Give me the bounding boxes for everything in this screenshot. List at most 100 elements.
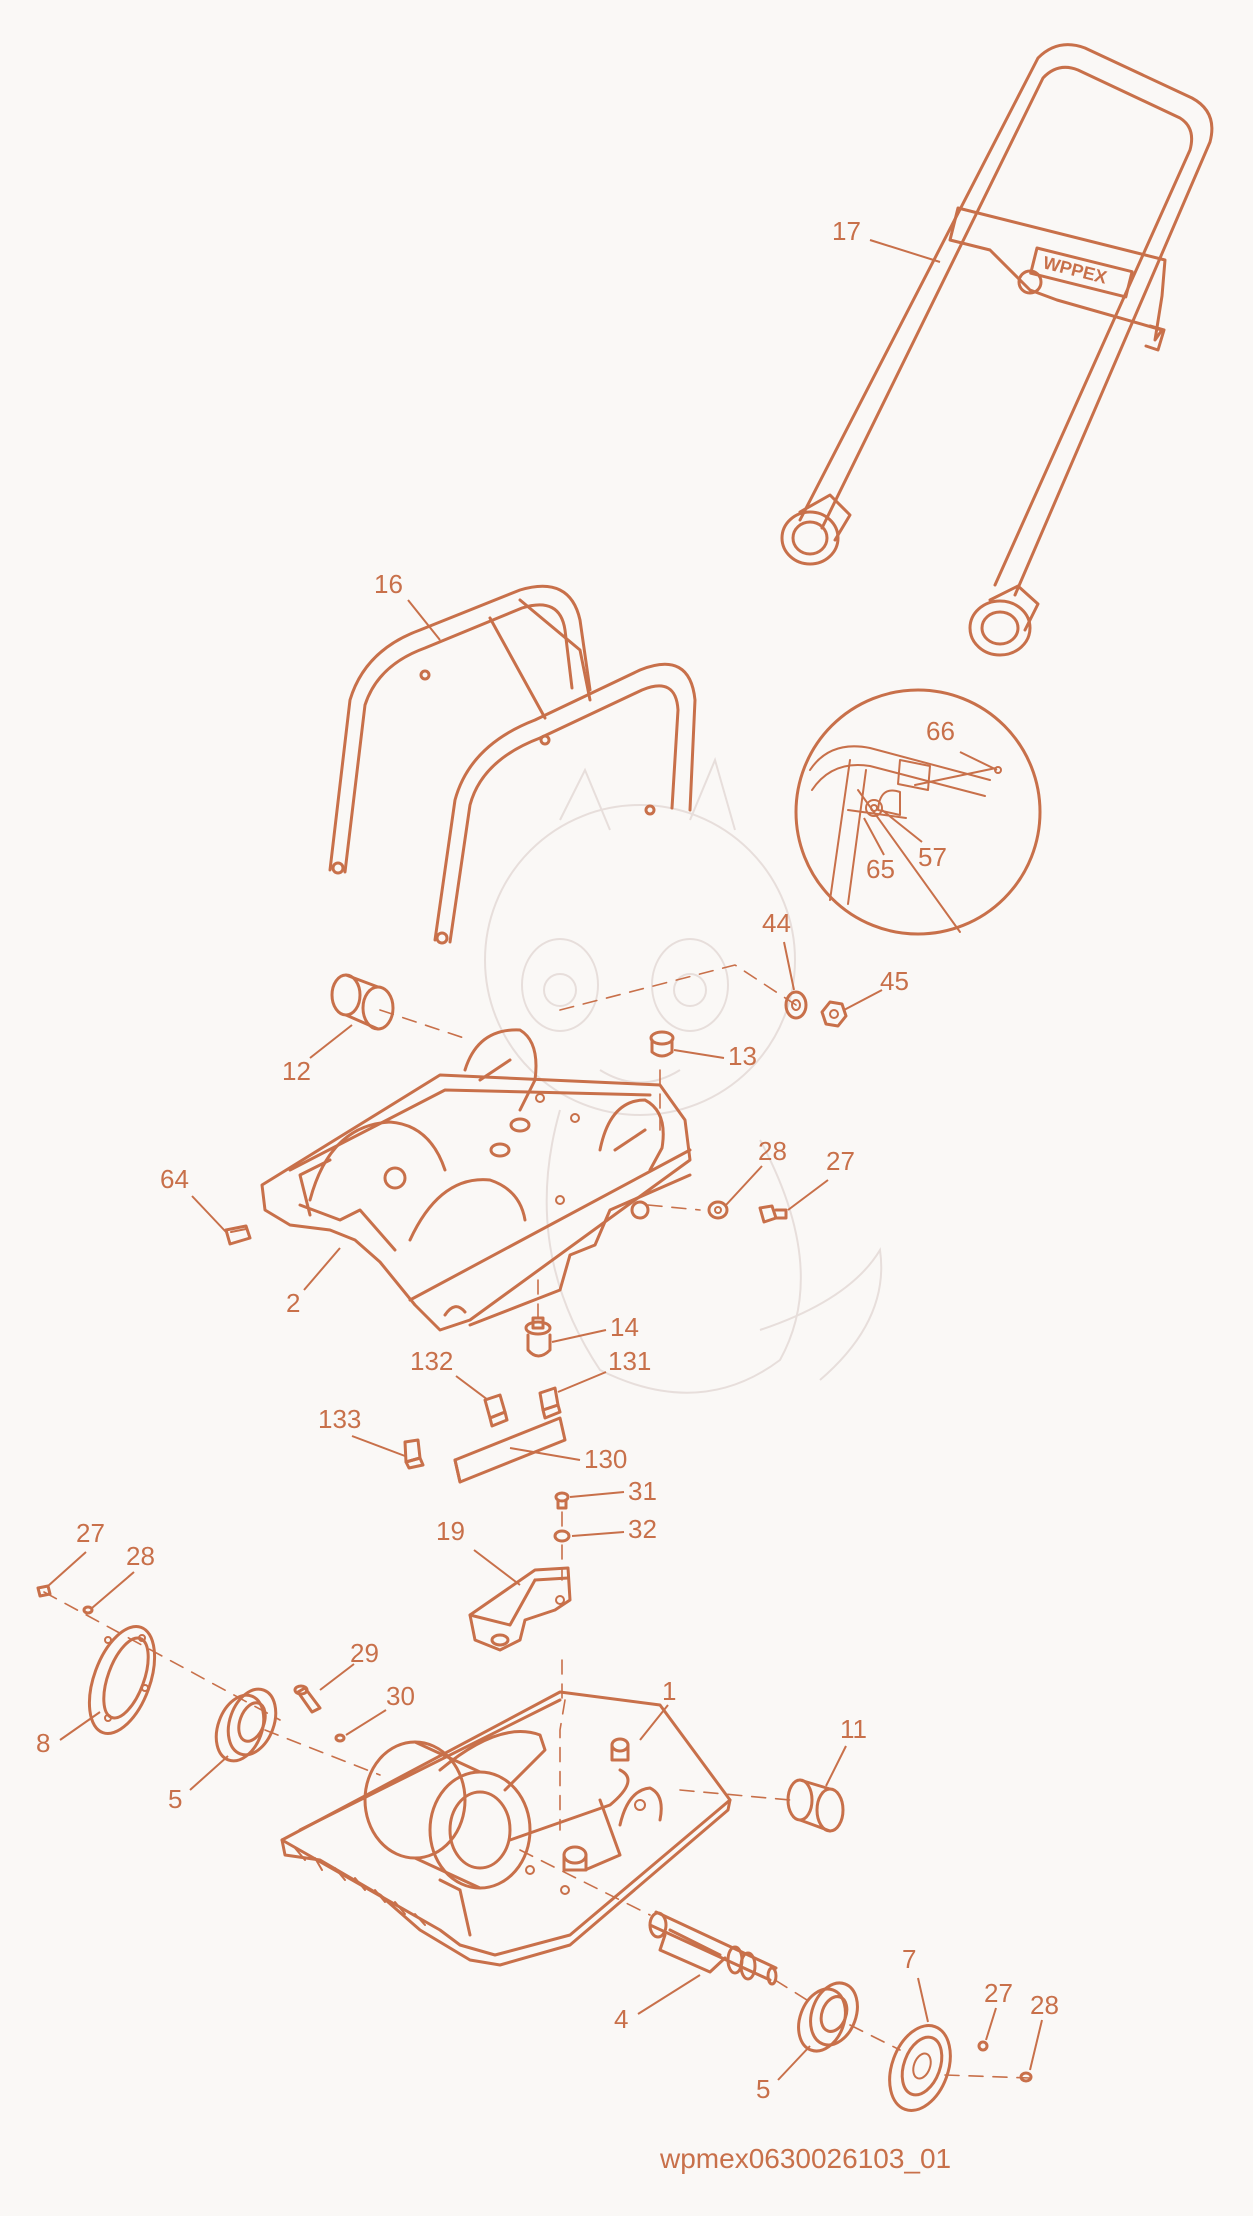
callout-leader-line (319, 1663, 355, 1691)
callout-label: 19 (436, 1516, 465, 1546)
part-5-bearing-left (214, 1687, 278, 1763)
callout-17: 17 (832, 216, 941, 263)
callout-31: 31 (569, 1476, 657, 1506)
part-19-bracket (468, 1566, 572, 1652)
callout-1: 1 (639, 1676, 676, 1741)
callout-label: 57 (918, 842, 947, 872)
callout-label: 131 (608, 1346, 651, 1376)
callout-28: 28 (91, 1541, 155, 1609)
callout-leader-line (455, 1375, 489, 1401)
callout-leader-line (557, 1371, 607, 1393)
callout-label: 16 (374, 569, 403, 599)
callout-leader-line (787, 1179, 829, 1211)
callout-leader-line (189, 1755, 229, 1791)
part-13-stud (649, 1030, 675, 1058)
part-31-screw (554, 1491, 570, 1510)
callout-5: 5 (756, 2045, 811, 2104)
callout-leader-line (777, 2045, 811, 2081)
callout-label: 132 (410, 1346, 453, 1376)
watermark-dragon (484, 756, 883, 1394)
part-27-bolt-upper (758, 1204, 788, 1224)
callout-131: 131 (557, 1346, 651, 1393)
part-5-bearing-right (797, 1981, 859, 2053)
callout-label: 14 (610, 1312, 639, 1342)
callout-label: 45 (880, 966, 909, 996)
drawing-code: wpmex0630026103_01 (659, 2143, 951, 2174)
callout-leader-line (303, 1247, 341, 1291)
callout-8: 8 (36, 1711, 101, 1758)
callout-132: 132 (410, 1346, 489, 1401)
callout-label: 30 (386, 1681, 415, 1711)
callout-133: 133 (318, 1404, 406, 1457)
callout-leader-line (191, 1195, 227, 1233)
callout-16: 16 (374, 569, 441, 641)
callout-64: 64 (160, 1164, 227, 1233)
part-11-buffer (786, 1778, 845, 1833)
callout-leader-line (569, 1491, 625, 1498)
callout-label: 31 (628, 1476, 657, 1506)
callout-label: 32 (628, 1514, 657, 1544)
callout-leader-line (725, 1165, 763, 1206)
callout-19: 19 (436, 1516, 521, 1586)
callout-label: 66 (926, 716, 955, 746)
callout-27: 27 (47, 1518, 105, 1587)
callout-12: 12 (282, 1024, 353, 1086)
callout-leader-line (345, 1709, 387, 1736)
detail-circle (794, 688, 1042, 936)
callout-57: 57 (881, 809, 947, 872)
callout-13: 13 (673, 1041, 757, 1071)
callout-11: 11 (825, 1714, 867, 1787)
part-14-mount (524, 1316, 552, 1358)
callout-leader-line (917, 1977, 929, 2023)
callout-7: 7 (902, 1944, 929, 2023)
part-17-handle: WPPEX (780, 43, 1214, 657)
part-2-upper-frame (260, 1028, 692, 1332)
callout-27: 27 (787, 1146, 855, 1211)
callout-leader-line (309, 1024, 353, 1059)
callout-leader-line (91, 1571, 135, 1609)
callout-label: 5 (756, 2074, 770, 2104)
callout-leader-line (869, 239, 941, 263)
callout-leader-line (47, 1551, 87, 1587)
callout-leader-line (825, 1745, 847, 1787)
callout-leader-line (571, 1531, 625, 1537)
part-12-buffer (330, 973, 395, 1031)
callout-leader-line (473, 1549, 521, 1586)
callout-leader-line (407, 599, 441, 641)
callout-leader-line (985, 2007, 997, 2041)
callout-27: 27 (984, 1978, 1013, 2041)
callout-28: 28 (1029, 1990, 1059, 2071)
callout-leader-line (863, 817, 885, 856)
callout-label: 29 (350, 1638, 379, 1668)
callout-44: 44 (762, 908, 795, 991)
callout-label: 1 (662, 1676, 676, 1706)
callout-leader-line (1029, 2019, 1043, 2071)
callout-label: 7 (902, 1944, 916, 1974)
callout-leader-line (959, 751, 998, 771)
callout-66: 66 (926, 716, 998, 771)
part-32-washer (553, 1529, 571, 1543)
callout-2: 2 (286, 1247, 341, 1318)
callout-label: 17 (832, 216, 861, 246)
part-132 (483, 1393, 509, 1428)
callout-label: 65 (866, 854, 895, 884)
part-28-washer-left (82, 1605, 94, 1615)
callout-29: 29 (319, 1638, 379, 1691)
callout-label: 44 (762, 908, 791, 938)
callout-14: 14 (551, 1312, 639, 1343)
callout-label: 133 (318, 1404, 361, 1434)
part-7-bearing-cover (888, 2024, 952, 2112)
part-16-guard-bar (328, 584, 697, 945)
part-64-bolt (224, 1224, 252, 1246)
part-27-bolt-right (977, 2040, 989, 2052)
part-4-shaft (648, 1910, 778, 1986)
part-133 (403, 1438, 425, 1470)
callout-4: 4 (614, 1974, 701, 2034)
part-30-washer (334, 1733, 346, 1743)
callout-leader-line (673, 1049, 725, 1059)
callout-label: 8 (36, 1728, 50, 1758)
callout-label: 27 (984, 1978, 1013, 2008)
